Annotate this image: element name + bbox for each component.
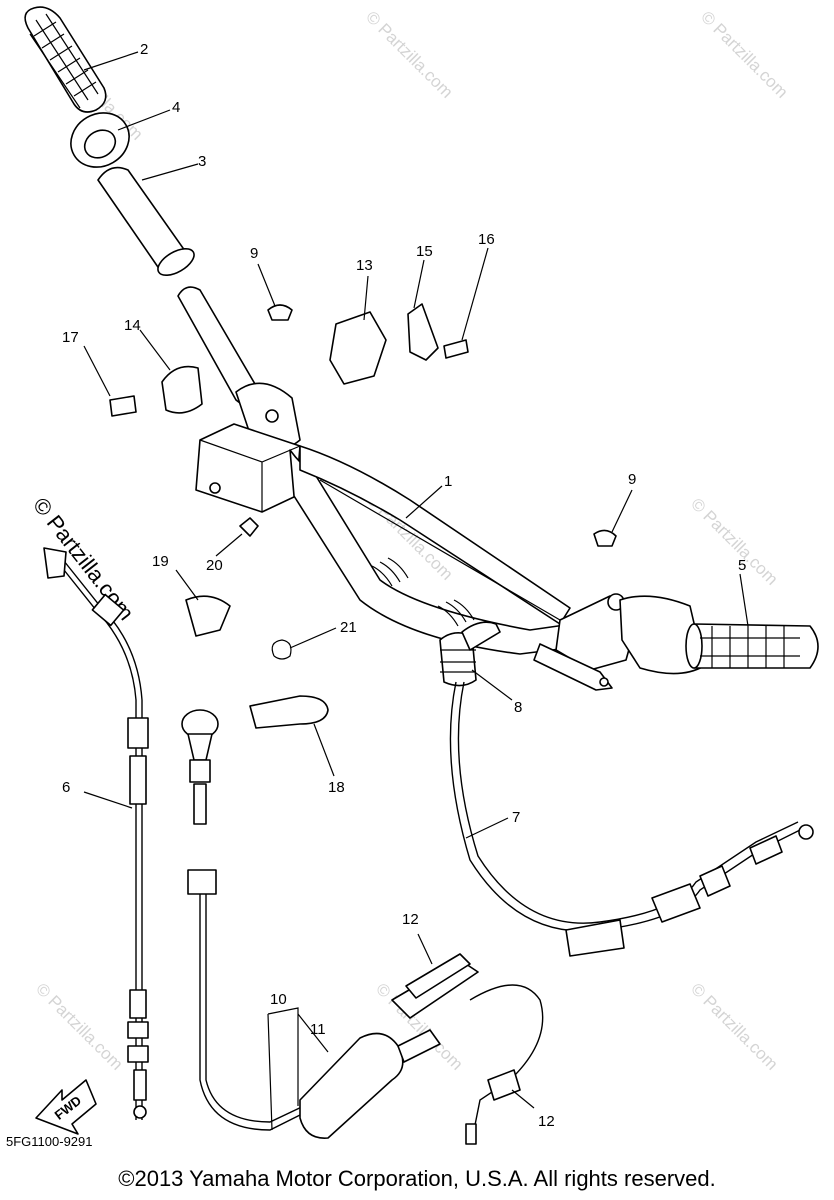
callout-2: 2 [140,41,148,58]
cable-holder [391,953,479,1019]
callout-1: 1 [444,473,452,490]
choke-cable [181,709,441,1139]
callout-9-right: 9 [628,471,636,488]
callout-17: 16 [478,231,495,248]
cable-clamp [185,595,231,637]
dowel-pin [239,517,259,537]
callout-9-top: 9 [250,245,258,262]
right-lever-assembly [533,593,705,691]
short-cable [465,984,544,1145]
left-lever-housing [195,382,301,513]
e-clip [271,639,292,660]
grip-collar [70,112,130,168]
switch-housing [329,311,387,385]
callout-13: 12 [402,911,419,928]
right-grip [685,623,819,669]
watermark-text: © Partzilla.com [687,979,781,1073]
callout-21: 20 [206,557,223,574]
drawing-code: 5FG1100-9291 [6,1134,93,1149]
leader-lines [83,51,749,1131]
callout-10: 10 [270,991,287,1008]
callout-7: 7 [512,809,520,826]
clip [407,303,439,361]
callout-14: 13 [356,257,373,274]
callout-15: 14 [124,317,141,334]
screw [443,339,469,359]
callout-22: 21 [340,619,357,636]
forward-arrow: FWD [35,1079,97,1135]
throttle-cable [43,547,149,1120]
callout-19: 18 [328,779,345,796]
callout-20: 19 [152,553,169,570]
clamp [161,365,203,414]
callout-4: 4 [172,99,180,116]
cable-boot [439,621,501,687]
callout-18: 17 [62,329,79,346]
copyright-notice: ©2013 Yamaha Motor Corporation, U.S.A. A… [118,1166,716,1191]
watermark-text: © Partzilla.com [32,979,126,1073]
callout-6: 6 [62,779,70,796]
callout-16: 15 [416,243,433,260]
callout-3: 3 [198,153,206,170]
watermark-text: © Partzilla.com [362,7,456,101]
clutch-cable [449,681,814,957]
watermark-text: © Partzilla.com [697,7,791,101]
handlebar [289,445,601,655]
bolt-top [267,304,293,321]
bracket [249,695,329,729]
clamp-screw [109,395,137,417]
callout-8: 8 [514,699,522,716]
callout-5: 5 [738,557,746,574]
callouts: 2 4 3 9 13 15 16 14 17 1 9 5 19 20 21 8 … [62,41,746,1130]
left-grip [24,6,107,113]
callout-12: 12 [538,1113,555,1130]
callout-11: 11 [310,1021,326,1038]
throttle-tube [97,166,195,277]
bolt-right [593,529,617,547]
watermark-text: © Partzilla.com [687,494,781,588]
